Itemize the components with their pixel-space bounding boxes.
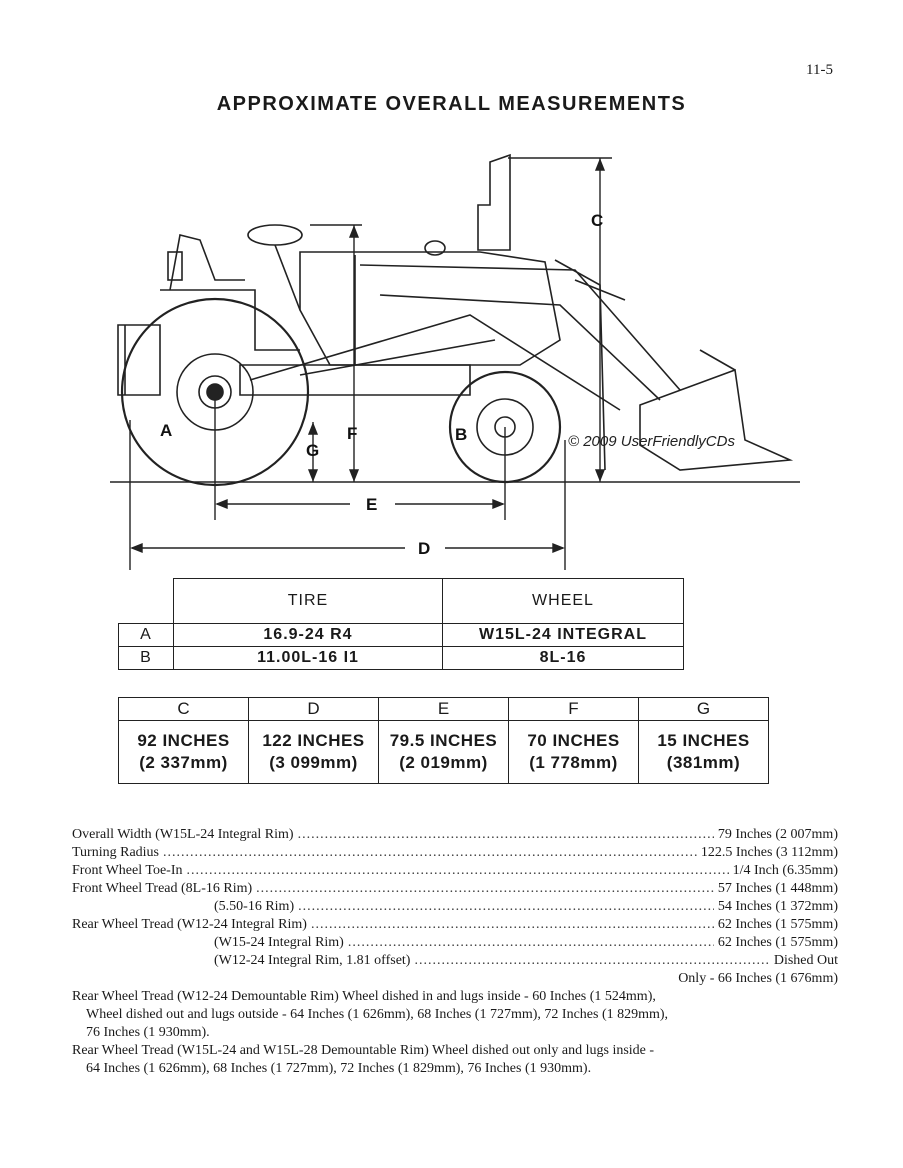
row-label: A [118,623,174,647]
spec-rear-tread: Rear Wheel Tread (W12-24 Integral Rim)62… [72,916,838,934]
dim-header-d: D [248,697,379,721]
dim-value-f: 70 INCHES (1 778mm) [508,720,639,784]
wheel-size: 8L-16 [442,646,684,670]
copyright-watermark: © 2009 UserFriendlyCDs [568,433,735,450]
inches-value: 15 INCHES [657,731,750,750]
mm-value: (1 778mm) [529,753,618,772]
page-title: APPROXIMATE OVERALL MEASUREMENTS [216,93,687,115]
dim-header-g: G [638,697,769,721]
dim-value-e: 79.5 INCHES (2 019mm) [378,720,509,784]
wheel-header: WHEEL [442,578,684,624]
dim-header-c: C [118,697,249,721]
inches-value: 70 INCHES [527,731,620,750]
table-row: B 11.00L-16 I1 8L-16 [118,646,684,670]
dim-value-g: 15 INCHES (381mm) [638,720,769,784]
label-d: D [418,539,430,558]
tire-wheel-table: TIRE WHEEL A 16.9-24 R4 W15L-24 INTEGRAL… [118,578,684,670]
inches-value: 79.5 INCHES [389,731,498,750]
tire-size: 16.9-24 R4 [173,623,443,647]
mm-value: (2 019mm) [399,753,488,772]
spec-demountable-w12: Rear Wheel Tread (W12-24 Demountable Rim… [72,989,669,1040]
inches-value: 92 INCHES [137,731,230,750]
mm-value: (2 337mm) [139,753,228,772]
tire-header: TIRE [173,578,443,624]
spec-toe-in: Front Wheel Toe-In1/4 Inch (6.35mm) [72,862,838,880]
mm-value: (381mm) [666,753,741,772]
wheel-size: W15L-24 INTEGRAL [442,623,684,647]
row-label: B [118,646,174,670]
mm-value: (3 099mm) [269,753,358,772]
spec-rear-tread-w15: (W15-24 Integral Rim)62 Inches (1 575mm) [72,934,838,952]
label-c: C [591,211,603,230]
spec-front-tread-alt: (5.50-16 Rim)54 Inches (1 372mm) [72,898,838,916]
inches-value: 122 INCHES [262,731,365,750]
dimension-table: C D E F G 92 INCHES (2 337mm) 122 INCHES (… [118,697,769,784]
spec-rear-tread-offset: (W12-24 Integral Rim, 1.81 offset)Dished… [72,952,838,970]
spec-front-tread: Front Wheel Tread (8L-16 Rim)57 Inches (… [72,880,838,898]
label-b: B [455,425,467,444]
dim-value-d: 122 INCHES (3 099mm) [248,720,379,784]
spec-rear-tread-offset-cont: Only - 66 Inches (1 676mm) [678,971,838,986]
label-f: F [347,424,357,443]
spec-overall-width: Overall Width (W15L-24 Integral Rim)79 I… [72,826,838,844]
spec-demountable-w15l: Rear Wheel Tread (W15L-24 and W15L-28 De… [72,1043,655,1076]
label-e: E [366,495,377,514]
label-g: G [306,441,319,460]
label-a: A [160,421,172,440]
table-row: A 16.9-24 R4 W15L-24 INTEGRAL [118,623,684,647]
dim-header-e: E [378,697,509,721]
spec-list: Overall Width (W15L-24 Integral Rim)79 I… [72,826,838,1078]
tire-size: 11.00L-16 I1 [173,646,443,670]
page-number: 11-5 [806,62,833,78]
dim-header-f: F [508,697,639,721]
dim-value-c: 92 INCHES (2 337mm) [118,720,249,784]
spec-turning-radius: Turning Radius122.5 Inches (3 112mm) [72,844,838,862]
tractor-diagram: C E D F G A B © 2009 UserFriendlyCDs [0,140,903,580]
